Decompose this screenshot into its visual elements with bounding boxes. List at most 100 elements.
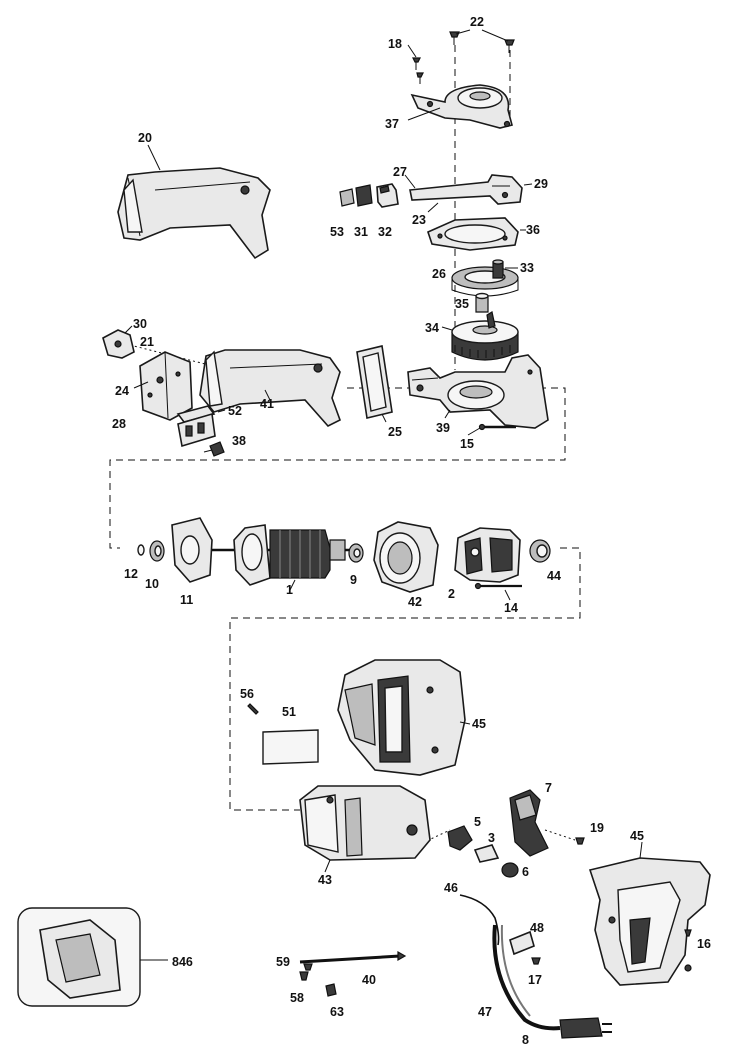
label-1: 1 [286,583,293,597]
field-2 [454,527,521,583]
label-30: 30 [133,317,147,331]
label-45a: 45 [472,717,486,731]
screw-38 [203,441,225,457]
shaft-35 [475,292,489,313]
label-31: 31 [354,225,368,239]
pin-56 [247,703,259,715]
motor-housing-45 [337,659,466,776]
label-53: 53 [330,225,344,239]
bearing-9 [348,543,364,563]
label-8: 8 [522,1033,529,1047]
bearing-plate-37 [410,84,513,129]
part-labels: 22 18 37 20 27 29 23 53 31 32 36 26 33 3… [112,15,711,1047]
label-846: 846 [172,955,193,969]
label-19: 19 [590,821,604,835]
label-52: 52 [228,404,242,418]
label-10: 10 [145,577,159,591]
blade-clamp-40 [299,950,407,964]
label-2: 2 [448,587,455,601]
screw-22-b [504,39,515,53]
label-9: 9 [350,573,357,587]
label-29: 29 [534,177,548,191]
leader-22 [455,29,509,42]
label-48: 48 [530,921,544,935]
leader-29 [523,183,533,186]
leader-41 [264,389,271,401]
label-58: 58 [290,991,304,1005]
clamp-30 [102,329,135,359]
bearing-44 [529,539,551,563]
brush-31 [355,184,373,207]
nose-block-28 [139,351,193,421]
leader-37 [407,107,441,121]
label-39: 39 [436,421,450,435]
pin-58 [299,971,309,981]
screw-16 [684,929,692,937]
bearing-10 [149,540,165,562]
lever-29 [409,174,523,205]
label-51: 51 [282,705,296,719]
gear-case-43 [299,785,431,861]
wire-46 [459,894,500,946]
switch-7 [509,789,549,857]
leader-43 [324,859,331,873]
label-22: 22 [470,15,484,29]
clamp-48 [509,930,535,956]
handle-half-45 [588,857,711,986]
label-34: 34 [425,321,439,335]
label-40: 40 [362,973,376,987]
brush-holder-32 [376,183,399,208]
armature-1 [212,524,350,586]
label-18: 18 [388,37,402,51]
plate-36 [427,217,519,251]
label-37: 37 [385,117,399,131]
label-6: 6 [522,865,529,879]
screw-22-a [449,31,460,45]
label-27: 27 [393,165,407,179]
leader-18 [407,44,417,58]
screw-59 [303,963,313,971]
kit-846 [17,907,168,1007]
plug-8 [559,1017,612,1039]
label-5: 5 [474,815,481,829]
leader-45a [459,721,471,725]
label-43: 43 [318,873,332,887]
label-26: 26 [432,267,446,281]
leader-45b [639,841,643,859]
handle-41 [199,349,341,427]
leader-25 [381,413,387,423]
label-7: 7 [545,781,552,795]
label-38: 38 [232,434,246,448]
label-42: 42 [408,595,422,609]
label-16: 16 [697,937,711,951]
pin-33 [492,259,504,279]
brush-holder-5 [447,825,473,851]
label-23: 23 [412,213,426,227]
pin-15 [478,423,516,431]
spring-3 [473,844,500,863]
label-35: 35 [455,297,469,311]
pin-63 [325,983,337,997]
leader-23 [427,202,439,213]
screw-19 [575,837,585,845]
label-15: 15 [460,437,474,451]
leader-15 [467,427,481,436]
label-12: 12 [124,567,138,581]
leader-27 [404,174,416,189]
leader-20 [147,144,161,171]
brush-53 [339,188,355,207]
label-3: 3 [488,831,495,845]
screw-18 [412,57,424,84]
label-33: 33 [520,261,534,275]
bearing-26 [451,266,519,297]
leader-14 [504,589,511,601]
leader-52 [217,409,226,413]
label-51 [262,729,319,765]
label-14: 14 [504,601,518,615]
wear-plate-52 [176,405,216,448]
label-32: 32 [378,225,392,239]
label-20: 20 [138,131,152,145]
baffle-11 [171,517,213,583]
gasket-25 [356,345,393,419]
